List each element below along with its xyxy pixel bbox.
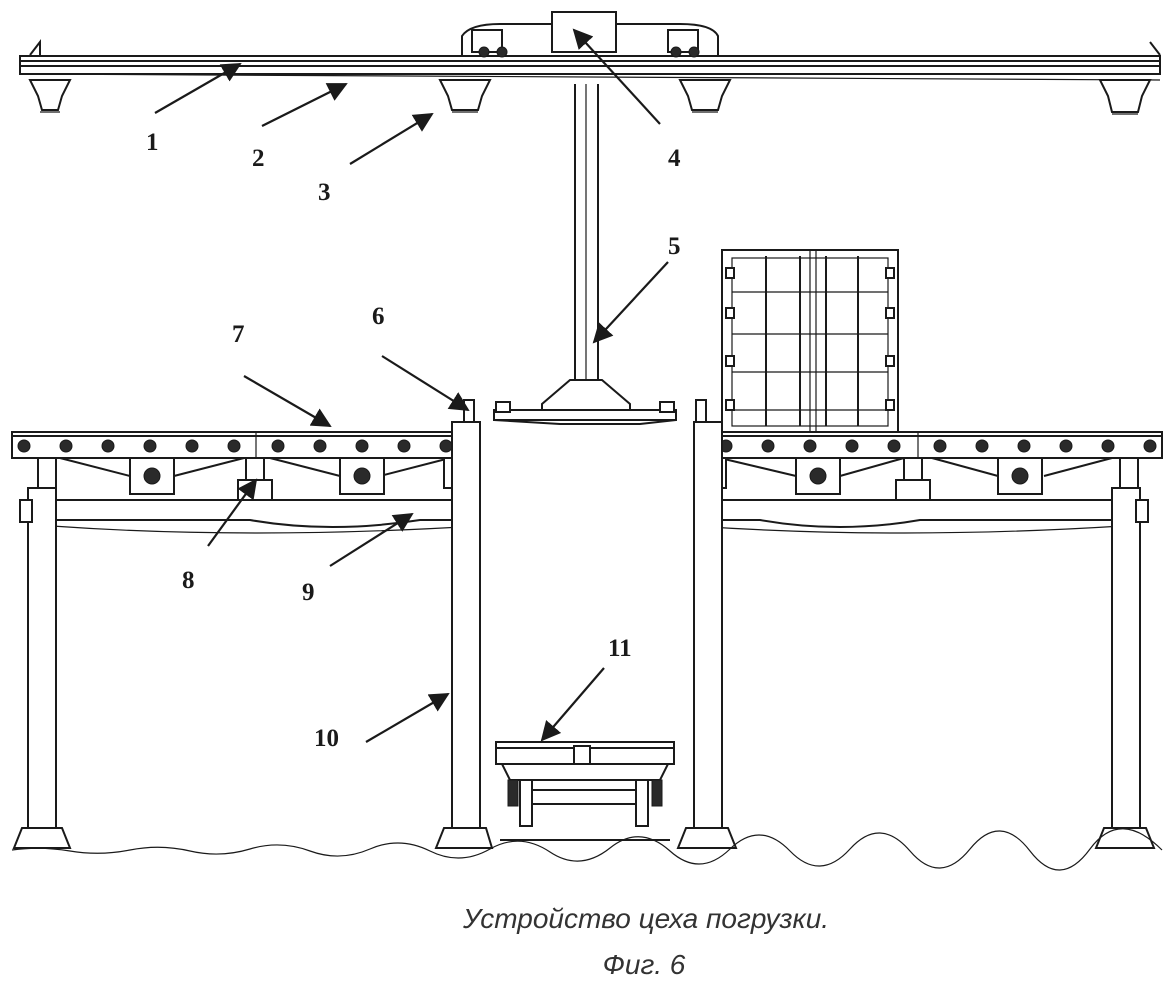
label-5: 5 (668, 233, 681, 260)
label-9: 9 (302, 579, 315, 606)
label-1: 1 (146, 129, 159, 156)
label-4: 4 (668, 145, 681, 172)
right-column-inner (678, 400, 736, 848)
figure-caption-title: Устройство цеха погрузки. (462, 903, 829, 934)
rail-support-2 (440, 80, 490, 112)
cargo-container (722, 250, 898, 432)
left-roller-conveyor (12, 432, 468, 500)
right-column-outer (1096, 488, 1154, 848)
figure-caption-number: Фиг. 6 (603, 949, 686, 980)
label-11: 11 (608, 635, 632, 662)
label-6: 6 (372, 303, 385, 330)
left-support-beam (52, 500, 478, 533)
left-column-outer (14, 488, 70, 848)
label-3: 3 (318, 179, 331, 206)
label-8: 8 (182, 567, 195, 594)
right-roller-conveyor (704, 432, 1162, 500)
crane-mast (542, 84, 630, 412)
crane-trolley (462, 12, 718, 57)
transfer-cart (496, 742, 674, 840)
rail-support-3 (680, 80, 730, 112)
label-7: 7 (232, 321, 245, 348)
label-10: 10 (314, 725, 339, 752)
rail-support-4 (1100, 80, 1150, 114)
label-2: 2 (252, 145, 265, 172)
rail-support-1 (30, 80, 70, 112)
right-support-beam (694, 500, 1122, 533)
ground-line (12, 829, 1162, 870)
